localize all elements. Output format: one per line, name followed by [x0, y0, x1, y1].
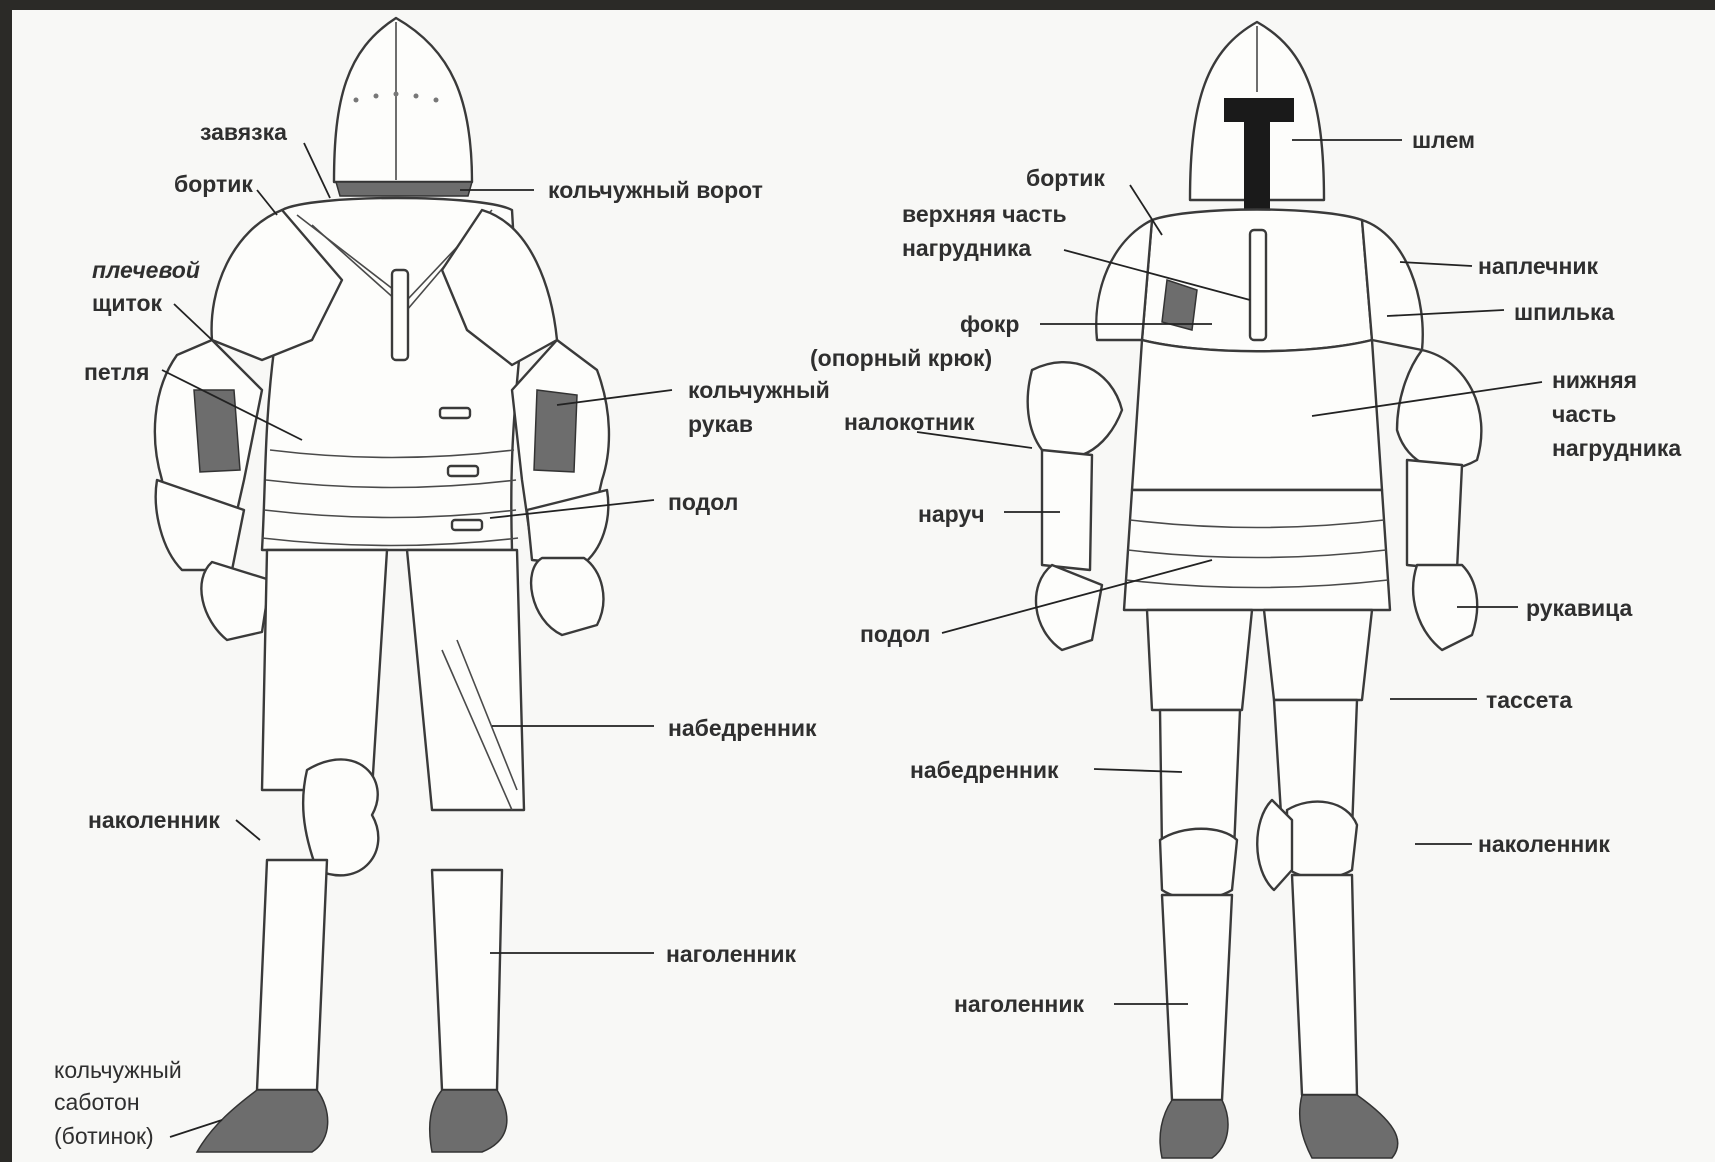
label-podol-back: подол [668, 489, 738, 515]
label-saboton-line3: (ботинок) [54, 1123, 154, 1149]
label-nizhnyaya-line1: нижняя [1552, 367, 1637, 393]
front-left-gauntlet [1036, 565, 1102, 650]
label-nalokotnik: налокотник [844, 409, 975, 435]
label-plechevoy-line1: плечевой [92, 257, 200, 283]
label-kolchuzhny-rukav-line1: кольчужный [688, 377, 830, 403]
label-naplechnik: наплечник [1478, 253, 1598, 279]
back-left-greave [257, 860, 327, 1090]
back-right-sabaton [430, 1090, 507, 1152]
front-breastplate-lower [1132, 340, 1382, 490]
label-saboton-line1: кольчужный [54, 1057, 182, 1083]
front-view-figure [1028, 22, 1482, 1158]
back-right-thigh [407, 550, 524, 810]
diagram-frame: завязка бортик кольчужный ворот плечевой… [12, 10, 1715, 1162]
label-naruch: наруч [918, 501, 985, 527]
label-verkhnyaya-line1: верхняя часть [902, 201, 1067, 227]
label-nakolennik-back: наколенник [88, 807, 220, 833]
label-bortik-front: бортик [1026, 165, 1105, 191]
front-left-couter [1028, 362, 1122, 458]
front-left-sabaton [1160, 1100, 1228, 1158]
label-podol-front: подол [860, 621, 930, 647]
front-left-knee [1160, 829, 1237, 899]
label-shpilka: шпилька [1514, 299, 1614, 325]
front-right-sabaton [1300, 1095, 1398, 1158]
label-saboton-line2: саботон [54, 1089, 140, 1115]
label-kolchuzhny-rukav-line2: рукав [688, 411, 753, 437]
label-nabedrennik-front: набедренник [910, 757, 1059, 783]
label-nagolennik-front: наголенник [954, 991, 1084, 1017]
back-knee-wing [303, 759, 378, 875]
back-right-gauntlet [531, 558, 603, 635]
front-right-pauldron [1362, 220, 1423, 350]
label-nagolennik-back: наголенник [666, 941, 796, 967]
armor-diagram: завязка бортик кольчужный ворот плечевой… [12, 10, 1715, 1162]
front-skirt [1124, 490, 1390, 610]
front-tasset-left [1147, 610, 1252, 710]
back-left-thigh [262, 550, 387, 790]
front-left-vambrace [1042, 450, 1092, 570]
front-left-pauldron [1096, 220, 1152, 340]
front-left-greave [1162, 895, 1232, 1100]
label-kolchuzhny-vorot: кольчужный ворот [548, 177, 763, 203]
front-right-couter [1397, 350, 1481, 469]
label-petlya: петля [84, 359, 149, 385]
front-right-greave [1292, 875, 1357, 1095]
label-nizhnyaya-line2: часть [1552, 401, 1616, 427]
back-left-gauntlet [201, 562, 270, 640]
label-tasseta: тассета [1486, 687, 1572, 713]
label-zavyazka: завязка [200, 119, 287, 145]
back-right-greave [432, 870, 502, 1090]
label-plechevoy-line2: щиток [92, 290, 163, 316]
label-fokr-line2: (опорный крюк) [810, 345, 992, 371]
front-lance-rest [1162, 280, 1197, 330]
front-right-vambrace [1407, 460, 1462, 570]
label-rukavitsa: рукавица [1526, 595, 1633, 621]
label-nakolennik-front: наколенник [1478, 831, 1610, 857]
front-right-knee [1287, 802, 1357, 878]
label-fokr-line1: фокр [960, 311, 1019, 337]
label-shlem: шлем [1412, 127, 1475, 153]
label-verkhnyaya-line2: нагрудника [902, 235, 1031, 261]
label-bortik-back: бортик [174, 171, 253, 197]
label-nabedrennik-back: набедренник [668, 715, 817, 741]
front-tasset-right [1264, 610, 1372, 700]
label-nizhnyaya-line3: нагрудника [1552, 435, 1681, 461]
back-mail-collar [336, 182, 472, 196]
